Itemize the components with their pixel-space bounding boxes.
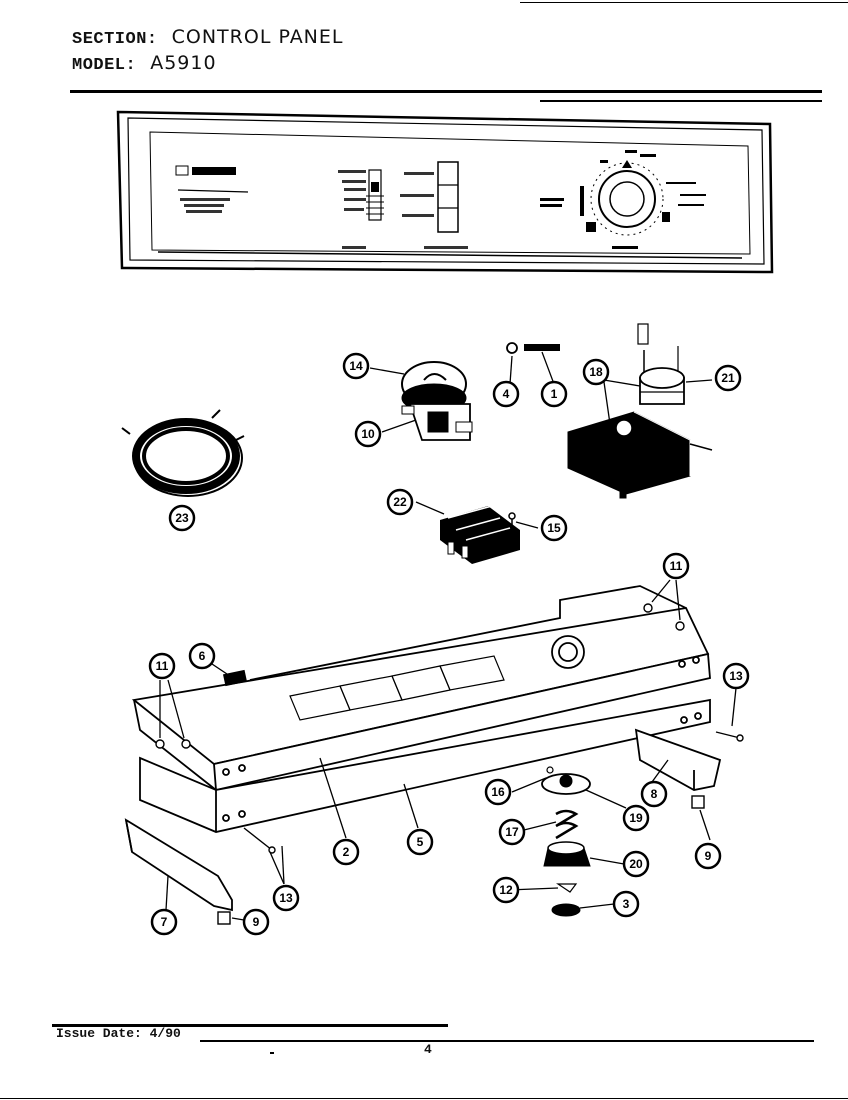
- clip-6: [222, 669, 248, 687]
- callout-label: 14: [349, 359, 363, 373]
- callout-label: 4: [503, 387, 510, 401]
- callout-5: 5: [406, 828, 434, 856]
- model-heading: MODEL: A5910: [72, 52, 217, 75]
- spring-1: [524, 344, 560, 351]
- page-number: 4: [424, 1042, 432, 1057]
- callout-label: 10: [361, 427, 375, 441]
- leader-lines: [159, 351, 737, 921]
- callout-label: 22: [393, 495, 407, 509]
- callout-label: 15: [547, 521, 561, 535]
- control-panel-front: [116, 110, 774, 274]
- wire-harness-23: [121, 409, 245, 497]
- callout-13-left: 13: [272, 884, 300, 912]
- section-heading: SECTION: CONTROL PANEL: [72, 26, 344, 49]
- callout-label: 11: [156, 659, 169, 673]
- callout-label: 12: [499, 883, 513, 897]
- callout-label: 19: [629, 811, 643, 825]
- timer-assembly-18-21: [567, 323, 713, 499]
- top-right-rule: [520, 2, 848, 3]
- callout-label: 16: [491, 785, 505, 799]
- callout-label: 3: [623, 897, 630, 911]
- callout-label: 13: [279, 891, 293, 905]
- callout-16: 16: [484, 778, 512, 806]
- model-value: A5910: [150, 52, 217, 74]
- issue-date: Issue Date: 4/90: [56, 1026, 181, 1041]
- callout-11-right: 11: [662, 552, 690, 580]
- callout-label: 2: [343, 845, 350, 859]
- footer-rule-thick: [52, 1024, 448, 1027]
- callout-label: 13: [729, 669, 743, 683]
- callout-12: 12: [492, 876, 520, 904]
- footer-dash: [270, 1052, 274, 1054]
- callout-19: 19: [622, 804, 650, 832]
- callout-1: 1: [540, 380, 568, 408]
- console-frame-2: [131, 585, 711, 792]
- callout-label: 17: [505, 825, 519, 839]
- callout-22: 22: [386, 488, 414, 516]
- callout-4: 4: [492, 380, 520, 408]
- push-button-switch-22: [440, 505, 520, 564]
- callout-18: 18: [582, 358, 610, 386]
- header-rule-thin: [540, 100, 822, 102]
- callout-label: 23: [175, 511, 189, 525]
- callout-label: 7: [161, 915, 168, 929]
- clip-4: [506, 342, 518, 354]
- callout-15: 15: [540, 514, 568, 542]
- callout-10: 10: [354, 420, 382, 448]
- callout-label: 6: [199, 649, 206, 663]
- callout-20: 20: [622, 850, 650, 878]
- callout-13-right: 13: [722, 662, 750, 690]
- knob-stack: [541, 766, 591, 917]
- model-label: MODEL:: [72, 56, 137, 75]
- screw-15: [508, 512, 516, 530]
- callout-2: 2: [332, 838, 360, 866]
- footer-rule-bottom: [0, 1098, 848, 1099]
- callout-label: 20: [629, 857, 643, 871]
- callout-6: 6: [188, 642, 216, 670]
- header-rule-thick: [70, 90, 822, 93]
- section-value: CONTROL PANEL: [171, 26, 344, 48]
- callout-label: 9: [253, 915, 260, 929]
- callout-9-right: 9: [694, 842, 722, 870]
- callout-17: 17: [498, 818, 526, 846]
- callout-23: 23: [168, 504, 196, 532]
- switch-assembly-10-14: [401, 361, 473, 441]
- callout-9-left: 9: [242, 908, 270, 936]
- callout-8: 8: [640, 780, 668, 808]
- callout-label: 1: [551, 387, 558, 401]
- callout-label: 21: [721, 371, 735, 385]
- callout-3: 3: [612, 890, 640, 918]
- end-cap-7: [124, 818, 233, 912]
- callout-7: 7: [150, 908, 178, 936]
- callout-label: 5: [417, 835, 424, 849]
- callout-label: 8: [651, 787, 658, 801]
- callout-label: 9: [705, 849, 712, 863]
- callout-label: 18: [589, 365, 603, 379]
- callout-label: 11: [670, 559, 683, 573]
- footer-rule-right: [200, 1040, 814, 1042]
- fastener-screws: [155, 603, 744, 925]
- end-cap-8: [634, 728, 722, 791]
- section-label: SECTION:: [72, 30, 158, 49]
- callout-14: 14: [342, 352, 370, 380]
- callout-11-left: 11: [148, 652, 176, 680]
- console-frame-5: [139, 698, 711, 833]
- callout-21: 21: [714, 364, 742, 392]
